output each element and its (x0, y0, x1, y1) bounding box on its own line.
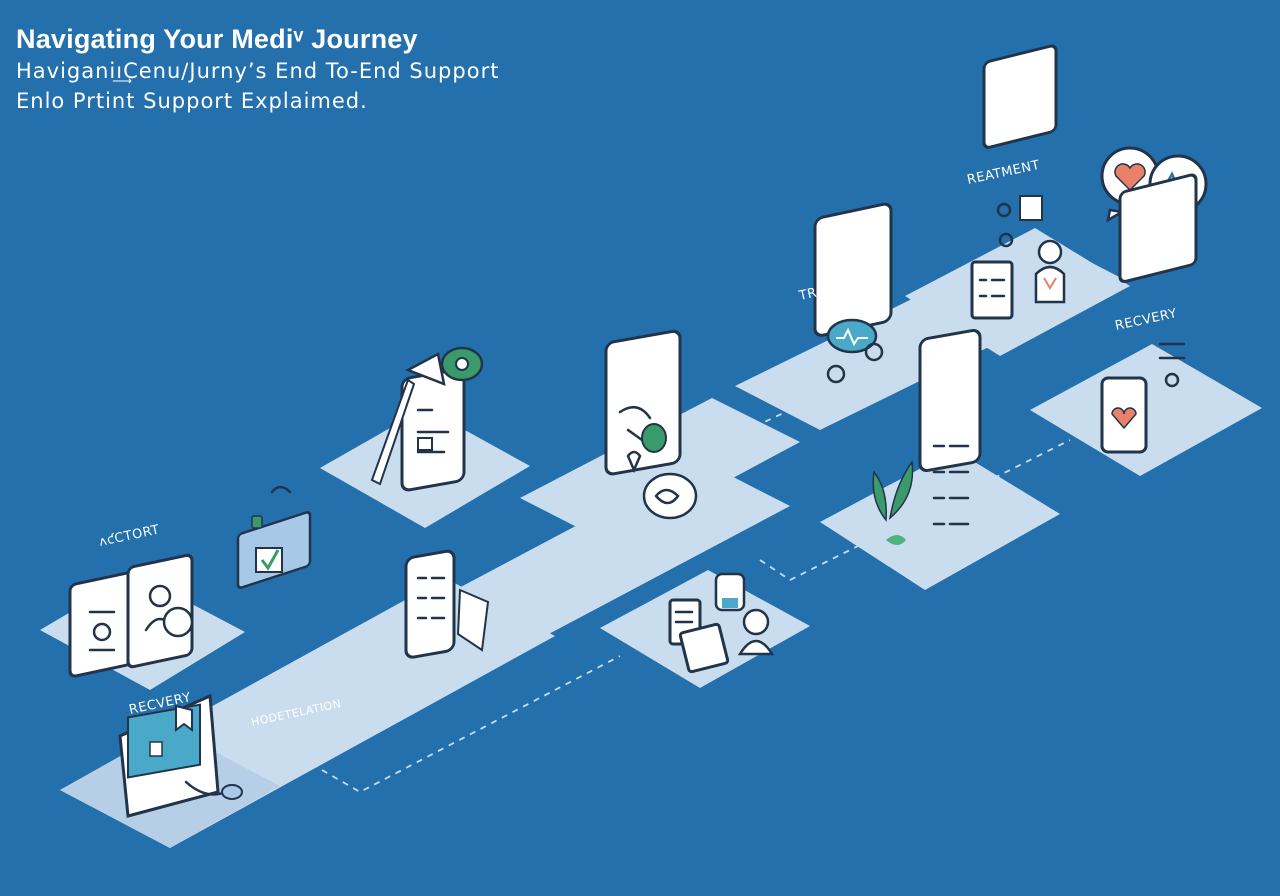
doctor-avatar-icon (737, 608, 775, 656)
title-block: Navigating Your Mediᵛ Journey Haviganiı͢… (16, 22, 499, 116)
chat-bubble-icon (642, 472, 698, 520)
station-checklist-phone (404, 549, 490, 659)
person-icon (144, 584, 194, 638)
medicine-bottle-icon (714, 572, 746, 612)
station-shield-phone (872, 328, 982, 545)
station-support: ʌƈCTORT (68, 522, 194, 678)
doctor-icon (1034, 239, 1066, 304)
stage-label-recovery-right: RECVERY (1114, 306, 1179, 334)
station-treatment-board: REATMENT (966, 44, 1066, 320)
dashed-connectors (269, 319, 1071, 794)
station-secure-phone (370, 346, 484, 492)
station-id-card (236, 485, 312, 589)
station-treatment: TREATHENT (797, 202, 893, 384)
station-records (668, 572, 775, 674)
person-icon (149, 741, 163, 757)
station-plant-phone (604, 329, 698, 520)
station-recovery-left: RECVERY (118, 690, 243, 818)
page-subtitle: Haviganiı͢Cenu∕Jurny’s End To-End Suppor… (16, 59, 500, 83)
station-recovery-right: RECVERY (1100, 173, 1198, 454)
location-pin-icon (440, 346, 484, 382)
heart-icon (1100, 146, 1160, 223)
stage-label-support: ʌƈCTORT (98, 522, 161, 549)
stage-label-reatment: REATMENT (966, 158, 1042, 188)
page-title: Navigating Your Mediᵛ Journey (16, 24, 418, 54)
plant-icon (872, 460, 914, 545)
page-subtitle-secondary: Enlo Prtint Support Explaimed. (16, 89, 368, 113)
heart-cloud-icon (826, 318, 878, 354)
leaf-icon (641, 423, 667, 453)
